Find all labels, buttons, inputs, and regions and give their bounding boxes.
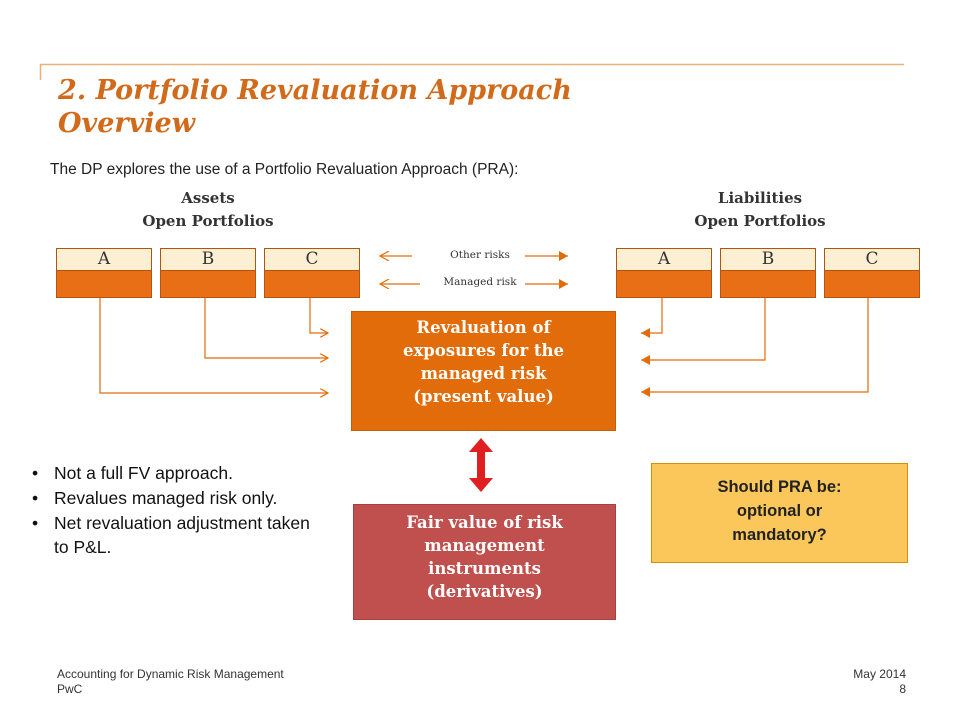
fair-value-box: Fair value of risk management instrument… — [353, 504, 616, 620]
footer-deck-title: Accounting for Dynamic Risk Management — [57, 667, 284, 681]
liability-portfolio-c-label: C — [825, 249, 919, 271]
asset-portfolio-a-label: A — [57, 249, 151, 271]
liability-portfolio-c: C — [824, 248, 920, 298]
asset-portfolio-c: C — [264, 248, 360, 298]
pra-question-line2: optional or — [736, 502, 823, 520]
pra-question-box: Should PRA be: optional or mandatory? — [651, 463, 908, 563]
other-risks-label: Other risks — [450, 249, 510, 261]
page-title-line1: 2. Portfolio Revaluation Approach — [58, 75, 572, 106]
liabilities-heading-line1: Liabilities — [717, 189, 803, 207]
page-title: 2. Portfolio Revaluation Approach Overvi… — [58, 74, 758, 140]
liability-a-connector — [641, 298, 663, 338]
asset-portfolio-b-label: B — [161, 249, 255, 271]
liability-portfolio-a-label: A — [617, 249, 711, 271]
page-title-line2: Overview — [58, 108, 195, 139]
liability-portfolio-b: B — [720, 248, 816, 298]
footer-left: Accounting for Dynamic Risk Management P… — [57, 667, 284, 697]
bullet-item: Net revaluation adjustment taken to P&L. — [30, 511, 320, 559]
liability-portfolio-a: A — [616, 248, 712, 298]
bullet-item: Not a full FV approach. — [30, 461, 320, 485]
footer-page-number: 8 — [899, 682, 906, 696]
asset-c-connector — [309, 298, 328, 333]
liability-c-connector — [641, 298, 869, 397]
fair-value-line2: management — [424, 536, 545, 555]
double-arrow-icon — [469, 438, 493, 492]
liability-b-connector — [641, 298, 766, 365]
asset-a-connector — [99, 298, 328, 393]
intro-text: The DP explores the use of a Portfolio R… — [50, 161, 519, 178]
footer-right: May 2014 8 — [853, 667, 906, 697]
revaluation-box: Revaluation of exposures for the managed… — [351, 311, 616, 431]
footer-company: PwC — [57, 682, 83, 696]
revaluation-line1: Revaluation of — [416, 318, 551, 337]
assets-heading: Assets Open Portfolios — [98, 187, 318, 233]
bullet-item: Revalues managed risk only. — [30, 486, 320, 510]
fair-value-line1: Fair value of risk — [406, 513, 563, 532]
revaluation-line3: managed risk — [420, 364, 547, 383]
liabilities-heading-line2: Open Portfolios — [694, 212, 826, 230]
footer-date: May 2014 — [853, 667, 906, 681]
liabilities-heading: Liabilities Open Portfolios — [650, 187, 870, 233]
asset-b-connector — [204, 298, 328, 358]
pra-question-line3: mandatory? — [732, 526, 827, 544]
assets-heading-line2: Open Portfolios — [142, 212, 274, 230]
pra-question-line1: Should PRA be: — [717, 478, 842, 496]
assets-heading-line1: Assets — [181, 189, 235, 207]
asset-portfolio-c-label: C — [265, 249, 359, 271]
fair-value-line3: instruments — [428, 559, 541, 578]
revaluation-line2: exposures for the — [402, 341, 565, 360]
fair-value-line4: (derivatives) — [426, 582, 543, 601]
asset-portfolio-b: B — [160, 248, 256, 298]
revaluation-line4: (present value) — [413, 387, 554, 406]
liability-portfolio-b-label: B — [721, 249, 815, 271]
managed-risk-label: Managed risk — [443, 276, 517, 288]
bullet-list: Not a full FV approach. Revalues managed… — [30, 461, 320, 560]
asset-portfolio-a: A — [56, 248, 152, 298]
